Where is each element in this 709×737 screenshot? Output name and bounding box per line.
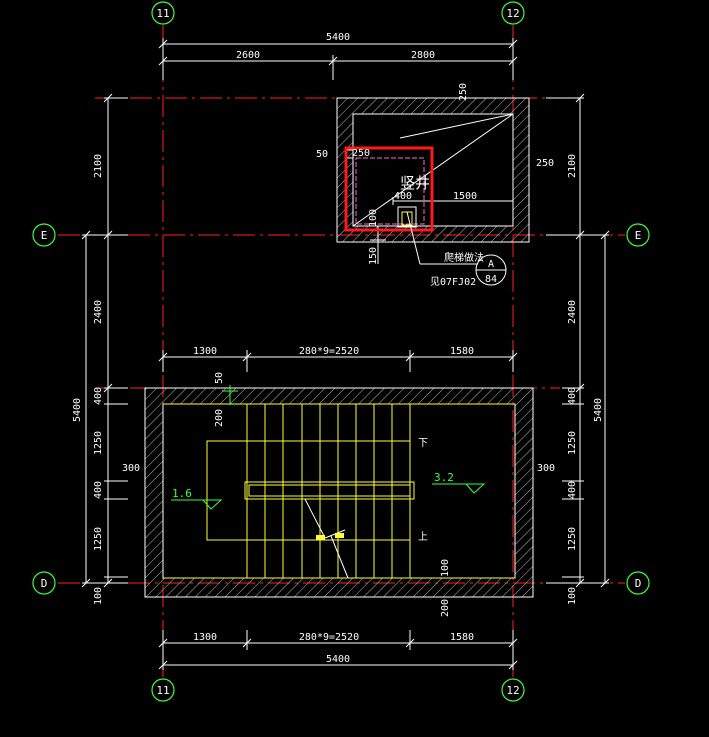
- dim-right-2100: 2100: [567, 154, 578, 178]
- stair-dim-50: 50: [214, 372, 225, 384]
- top-dimension-chain: [158, 38, 518, 80]
- level-marker-right: 3.2: [432, 471, 486, 494]
- dim-left-1250-a: 1250: [93, 431, 104, 455]
- shaft-dim-1500: 1500: [453, 191, 477, 202]
- level-marker-left: 1.6: [171, 487, 223, 510]
- stair-small-dims: [222, 385, 238, 405]
- dim-top-right: 2800: [411, 50, 435, 61]
- axis-bubble-E-right: E: [626, 223, 650, 247]
- dim-right-5400: 5400: [593, 398, 604, 422]
- dim-left-100: 100: [93, 587, 104, 605]
- shaft-ladder-ref: 见07FJ02: [430, 276, 476, 288]
- axis-bubble-11-top: 11: [151, 1, 175, 25]
- axis-label-D-left: D: [41, 577, 48, 590]
- stair-top-dim-left: 1300: [193, 346, 217, 357]
- dim-left-5400: 5400: [72, 398, 83, 422]
- stair-direction-down: 下: [418, 438, 428, 449]
- dim-right-300: 300: [537, 463, 555, 474]
- shaft-ladder-outline: [344, 146, 478, 265]
- axis-bubble-12-top: 12: [501, 1, 525, 25]
- left-dimension-chain: [81, 93, 128, 588]
- axis-label-E-right: E: [635, 229, 642, 242]
- shaft-dim-150: 150: [368, 247, 379, 265]
- detail-callout-top: A: [488, 259, 494, 270]
- dim-top-total: 5400: [326, 32, 350, 43]
- axis-bubble-D-right: D: [626, 571, 650, 595]
- stair-direction-up: 上: [418, 531, 428, 543]
- dim-right-1250-b: 1250: [567, 527, 578, 551]
- dim-right-400-b: 400: [567, 481, 578, 499]
- shaft-walls: [336, 97, 530, 243]
- right-dimension-chain: [546, 93, 610, 588]
- stair-bottom-dim-mid: 280*9=2520: [299, 632, 359, 643]
- stair-treads: [163, 403, 515, 579]
- shaft-dim-250-top: 250: [458, 83, 469, 101]
- break-marker: [316, 533, 344, 540]
- stair-top-dim-mid: 280*9=2520: [299, 346, 359, 357]
- detail-callout-bottom: 84: [485, 274, 497, 285]
- axis-label-11-top: 11: [156, 7, 169, 20]
- dim-right-400-a: 400: [567, 387, 578, 405]
- stair-bottom-dim-right: 1580: [450, 632, 474, 643]
- stair-break-line: [304, 498, 349, 579]
- stair-dim-200-top: 200: [214, 409, 225, 427]
- dim-left-300: 300: [122, 463, 140, 474]
- level-left-value: 1.6: [172, 487, 192, 500]
- shaft-label: 竖井: [400, 174, 430, 192]
- stair-dim-100-bottom: 100: [440, 559, 451, 577]
- axis-label-12-bottom: 12: [506, 684, 519, 697]
- axis-bubble-12-bottom: 12: [501, 678, 525, 702]
- dim-left-1250-b: 1250: [93, 527, 104, 551]
- axis-label-E-left: E: [41, 229, 48, 242]
- dim-left-400-b: 400: [93, 481, 104, 499]
- level-right-value: 3.2: [434, 471, 454, 484]
- stair-top-dimension-chain: [158, 350, 518, 372]
- detail-callout-symbol: A 84: [475, 254, 507, 286]
- axis-label-11-bottom: 11: [156, 684, 169, 697]
- shaft-dim-50: 50: [316, 149, 328, 160]
- axis-bubble-D-left: D: [32, 571, 56, 595]
- shaft-dim-400: 400: [394, 191, 412, 202]
- dim-right-100: 100: [567, 587, 578, 605]
- bottom-dimension-chain: [158, 630, 518, 670]
- dim-left-2400: 2400: [93, 300, 104, 324]
- shaft-dim-100: 100: [368, 209, 379, 227]
- axis-bubble-E-left: E: [32, 223, 56, 247]
- shaft-dim-250-right: 250: [536, 158, 554, 169]
- axis-label-12-top: 12: [506, 7, 519, 20]
- stair-bottom-dim-left: 1300: [193, 632, 217, 643]
- axis-bubble-11-bottom: 11: [151, 678, 175, 702]
- shaft-dim-250-inner: 250: [352, 148, 370, 159]
- dim-right-2400: 2400: [567, 300, 578, 324]
- stair-dim-200-bottom: 200: [440, 599, 451, 617]
- dim-left-2100: 2100: [93, 154, 104, 178]
- dim-left-400-a: 400: [93, 387, 104, 405]
- dim-right-1250-a: 1250: [567, 431, 578, 455]
- dim-top-left: 2600: [236, 50, 260, 61]
- stair-top-dim-right: 1580: [450, 346, 474, 357]
- stair-bottom-dim-total: 5400: [326, 654, 350, 665]
- shaft-ladder-note: 爬梯做法: [444, 251, 484, 264]
- axis-label-D-right: D: [635, 577, 642, 590]
